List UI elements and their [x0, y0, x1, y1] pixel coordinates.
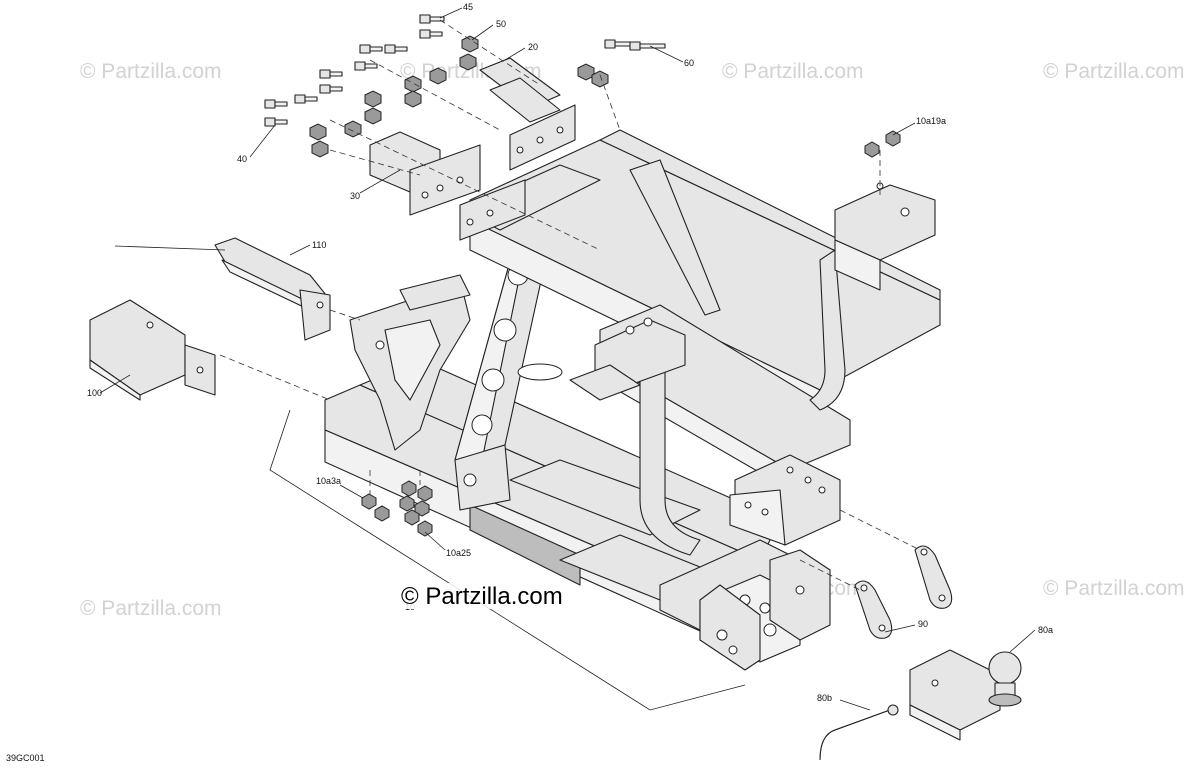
nut — [864, 141, 880, 158]
assembly-lines — [219, 19, 921, 591]
nut — [885, 130, 901, 147]
bolt — [319, 84, 343, 94]
diagram-code: 39GC001 — [6, 753, 45, 763]
callout-45: 45 — [463, 2, 473, 12]
nut — [459, 53, 477, 71]
callout-20: 20 — [528, 42, 538, 52]
nuts-group — [309, 35, 901, 537]
leader-110 — [114, 245, 226, 251]
callout-90: 90 — [918, 619, 928, 629]
watermark: © Partzilla.com — [1043, 577, 1185, 600]
nut — [374, 505, 390, 522]
callout-60: 60 — [684, 58, 694, 68]
nut — [401, 480, 417, 497]
part-80a-hitch-ball — [909, 649, 1022, 741]
nut — [344, 120, 362, 138]
callout-10a25: 10a25 — [446, 548, 471, 558]
bolt — [264, 99, 288, 109]
part-80b-pin — [819, 704, 899, 761]
callout-10a19a: 10a19a — [916, 116, 946, 126]
callout-80a: 80a — [1038, 625, 1053, 635]
callout-30: 30 — [350, 191, 360, 201]
nut — [309, 123, 327, 141]
bolt — [319, 69, 343, 79]
main-frame — [324, 129, 941, 671]
nut — [361, 493, 377, 510]
bolt — [354, 61, 378, 71]
part-100-bracket — [89, 299, 216, 401]
watermark: © Partzilla.com — [1043, 60, 1185, 83]
nut — [429, 67, 447, 85]
bolt — [264, 117, 288, 127]
nut — [399, 495, 415, 512]
callout-80b: 80b — [817, 693, 832, 703]
bolt — [629, 41, 666, 51]
nut — [591, 70, 609, 88]
nut — [364, 107, 382, 125]
callout-10a3a: 10a3a — [316, 476, 341, 486]
callout-100: 100 — [87, 388, 102, 398]
nut — [461, 35, 479, 53]
main-watermark: © Partzilla.com — [400, 583, 575, 610]
bolt — [419, 29, 443, 39]
part-110-bracket — [214, 237, 331, 341]
nut — [364, 90, 382, 108]
watermark: © Partzilla.com — [80, 60, 222, 83]
bolt — [359, 44, 383, 54]
nut — [311, 140, 329, 158]
watermark: © Partzilla.com — [80, 597, 222, 620]
bolt — [419, 14, 445, 24]
nut — [404, 90, 422, 108]
main-watermark-text: © Partzilla.com — [401, 583, 563, 610]
part-20-plates — [479, 57, 576, 171]
bolt — [384, 44, 408, 54]
callout-40: 40 — [237, 154, 247, 164]
callout-110: 110 — [312, 240, 326, 250]
watermark: © Partzilla.com — [722, 60, 864, 83]
nut — [417, 485, 433, 502]
nut — [404, 509, 420, 526]
bolt — [294, 94, 318, 104]
bolts-group — [264, 14, 666, 127]
nut — [404, 75, 422, 93]
nut — [417, 520, 433, 537]
part-90-plates — [854, 545, 953, 639]
callout-50: 50 — [496, 19, 506, 29]
